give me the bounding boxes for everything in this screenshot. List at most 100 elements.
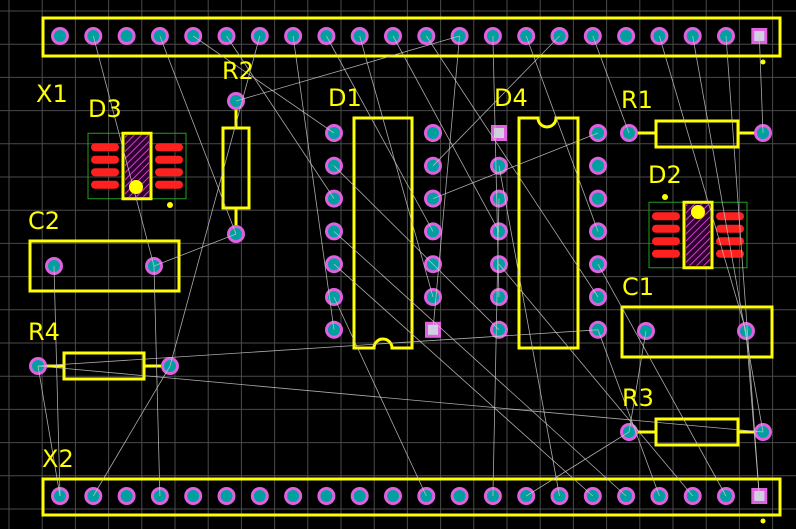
ratsnest-line <box>432 35 560 167</box>
ratsnest-line <box>498 263 694 497</box>
d3-pad-right <box>155 168 183 177</box>
ratsnest-line <box>425 35 599 298</box>
d2-pad-left <box>652 224 680 233</box>
ratsnest-line <box>692 35 764 433</box>
x2p7-pad-center <box>253 490 266 502</box>
ratsnest-line <box>525 431 630 497</box>
label-c2: C2 <box>28 207 61 235</box>
ratsnest-line <box>525 35 599 232</box>
x1p18-pad-center <box>620 30 633 42</box>
ratsnest-line <box>725 35 760 497</box>
label-d2: D2 <box>648 161 682 189</box>
x2p5-pad-center <box>187 490 200 502</box>
label-d1: D1 <box>328 84 362 112</box>
d2-outline <box>682 200 714 270</box>
d1r0-pad-center <box>427 127 439 139</box>
d3-pad-right <box>155 155 183 164</box>
d3-pad-left <box>91 155 119 164</box>
ratsnest-line <box>326 35 434 232</box>
label-r2: R2 <box>222 57 254 85</box>
ratsnest-line <box>333 165 500 331</box>
x2p9-pad-center <box>320 490 333 502</box>
silkscreen-layer <box>28 16 782 517</box>
ratsnest-line <box>37 365 61 497</box>
x2-mark <box>760 518 766 524</box>
ratsnest-line <box>226 35 335 199</box>
ratsnest-line <box>333 296 427 497</box>
ratsnest-line <box>192 35 335 134</box>
ratsnest-line <box>159 35 237 235</box>
ratsnest-line <box>758 35 764 134</box>
d2-pad-right <box>716 249 744 258</box>
ratsnest-line <box>235 35 460 102</box>
d2-pad-right <box>716 212 744 221</box>
ratsnest-line <box>745 330 760 497</box>
d3-pad-left <box>91 143 119 152</box>
ratsnest-line <box>659 35 747 332</box>
ratsnest-line <box>92 365 171 497</box>
x2p6-pad-center <box>220 490 233 502</box>
c2-outline <box>28 239 181 293</box>
d2-pad-right <box>716 224 744 233</box>
ratsnest-line <box>432 132 599 199</box>
marks-layer <box>129 59 766 524</box>
x2p3-pad-center <box>120 490 133 502</box>
label-d3: D3 <box>88 95 122 123</box>
ratsnest-line <box>53 265 61 497</box>
d1-outline <box>352 116 414 350</box>
d4r1-pad-center <box>592 159 604 172</box>
d3-origin-mark <box>167 202 173 208</box>
d3-outline <box>121 131 153 201</box>
ratsnest-line <box>333 263 594 497</box>
d2-pad-left <box>652 212 680 221</box>
label-x2: X2 <box>42 445 74 473</box>
label-x1: X1 <box>36 80 68 108</box>
ratsnest-line <box>597 264 727 497</box>
d4l0-pad-center <box>494 128 504 138</box>
ratsnest-line <box>153 265 161 497</box>
d2-pad-right <box>716 237 744 246</box>
ratsnest-line <box>292 35 335 330</box>
d3-pad-right <box>155 143 183 152</box>
label-r4: R4 <box>28 318 60 346</box>
x2-outline <box>41 477 782 517</box>
label-c1: C1 <box>622 273 655 301</box>
label-r1: R1 <box>621 86 653 114</box>
x2p13-pad-center <box>453 490 466 502</box>
ratsnest-line <box>359 35 434 298</box>
ratsnest-line <box>37 365 764 433</box>
x2p11-pad-center <box>387 490 399 502</box>
d2-pad-left <box>652 249 680 258</box>
x1-outline <box>41 16 782 58</box>
ratsnest-line <box>37 329 599 367</box>
ratsnest-line <box>597 329 660 497</box>
d3-pad-left <box>91 168 119 177</box>
ratsnest-line <box>333 231 627 497</box>
ratsnest-line <box>169 35 261 367</box>
ratsnest-line <box>498 165 560 497</box>
d3-pin1-dot <box>129 180 143 194</box>
d4-outline <box>517 116 580 350</box>
d4r2-pad-center <box>592 192 604 205</box>
label-d4: D4 <box>494 84 528 112</box>
x2p10-pad-center <box>353 490 366 502</box>
d2-pad-left <box>652 237 680 246</box>
x1p3-pad-center <box>120 30 133 42</box>
ratsnest-line <box>153 233 237 267</box>
ratsnest-line <box>432 35 460 330</box>
c1-outline <box>620 305 774 359</box>
ratsnest-line <box>392 35 500 232</box>
d2-pin1-dot <box>691 205 705 219</box>
pads-layer <box>29 27 772 505</box>
x1p1-pad-center <box>54 30 66 42</box>
label-r3: R3 <box>622 384 654 412</box>
ratsnest-line <box>592 35 630 134</box>
ratsnest-layer <box>37 35 764 497</box>
ratsnest-line <box>92 35 155 267</box>
d3-pad-left <box>91 180 119 189</box>
ratsnest-line <box>492 198 500 497</box>
d3-pad-right <box>155 180 183 189</box>
ratsnest-line <box>628 330 647 433</box>
